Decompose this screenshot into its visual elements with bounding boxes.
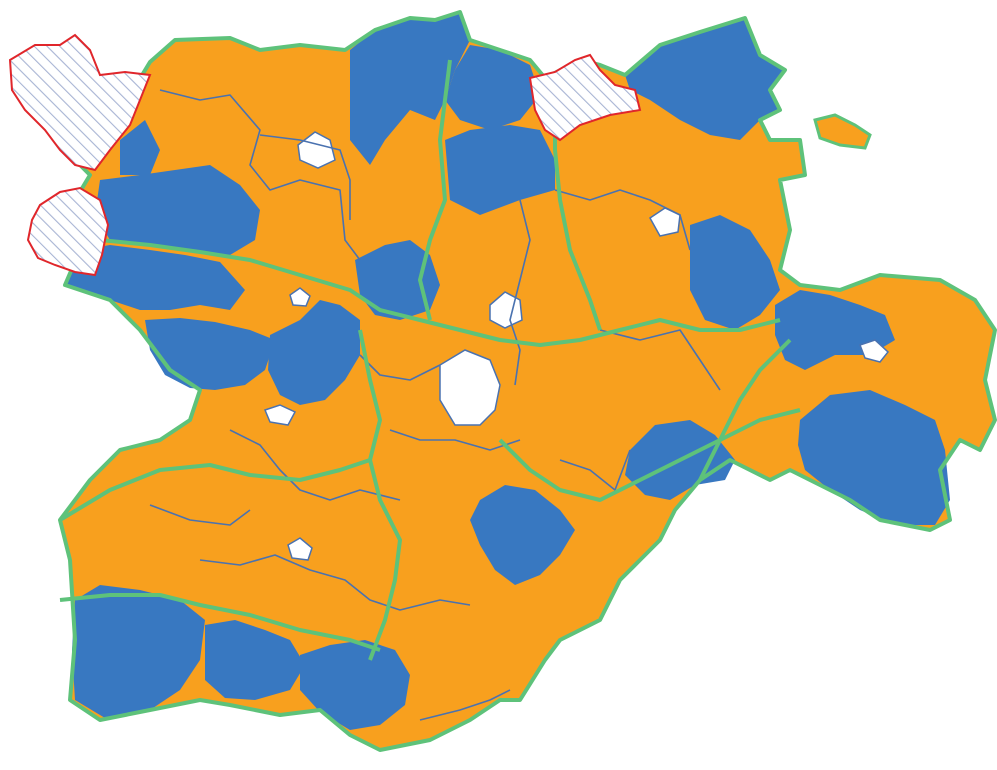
outer-border (698, 338, 792, 481)
region-a (355, 240, 440, 320)
outer-border (418, 59, 452, 321)
region-a (145, 318, 275, 390)
region-a (300, 640, 410, 730)
outer-border (553, 90, 602, 331)
inner-border (599, 329, 721, 391)
inner-border (159, 89, 361, 261)
inner-border (199, 554, 471, 611)
enclave (649, 207, 681, 237)
enclave (859, 339, 890, 363)
category-a-regions (65, 12, 950, 730)
enclave (287, 537, 313, 561)
outer-border (358, 329, 402, 661)
inner-border (389, 429, 521, 451)
region-a (690, 215, 780, 330)
region-a (65, 245, 245, 310)
outer-border (48, 10, 997, 752)
region-a (72, 585, 205, 718)
outer-border (99, 238, 781, 347)
outer-border (58, 458, 371, 522)
enclave (439, 349, 501, 426)
outer-border (59, 593, 381, 652)
inner-border (359, 354, 441, 381)
region-a (350, 12, 470, 165)
region-a (95, 165, 260, 255)
outer-border (498, 408, 801, 502)
region-b-isle (813, 113, 872, 150)
inner-borders (149, 89, 721, 721)
region-a (268, 300, 360, 405)
landmass (50, 12, 995, 750)
inner-border (554, 189, 691, 251)
region-a (625, 18, 785, 140)
inner-border (149, 504, 251, 526)
excluded-region (8, 33, 152, 172)
region-a (445, 125, 555, 215)
excluded-region (528, 53, 642, 142)
enclave (289, 287, 311, 307)
excluded-region (26, 186, 110, 277)
enclaves (263, 131, 890, 561)
excluded-regions (8, 33, 872, 277)
enclave (263, 404, 297, 426)
inner-border (559, 449, 631, 491)
region-a (205, 620, 305, 700)
inner-border (229, 429, 401, 501)
region-a (470, 485, 575, 585)
inner-border (419, 689, 511, 721)
region-base (50, 12, 995, 750)
inner-border (509, 199, 531, 386)
region-a (445, 45, 540, 130)
outer-borders (48, 10, 997, 752)
region-a (120, 120, 160, 175)
inner-border (259, 134, 351, 220)
